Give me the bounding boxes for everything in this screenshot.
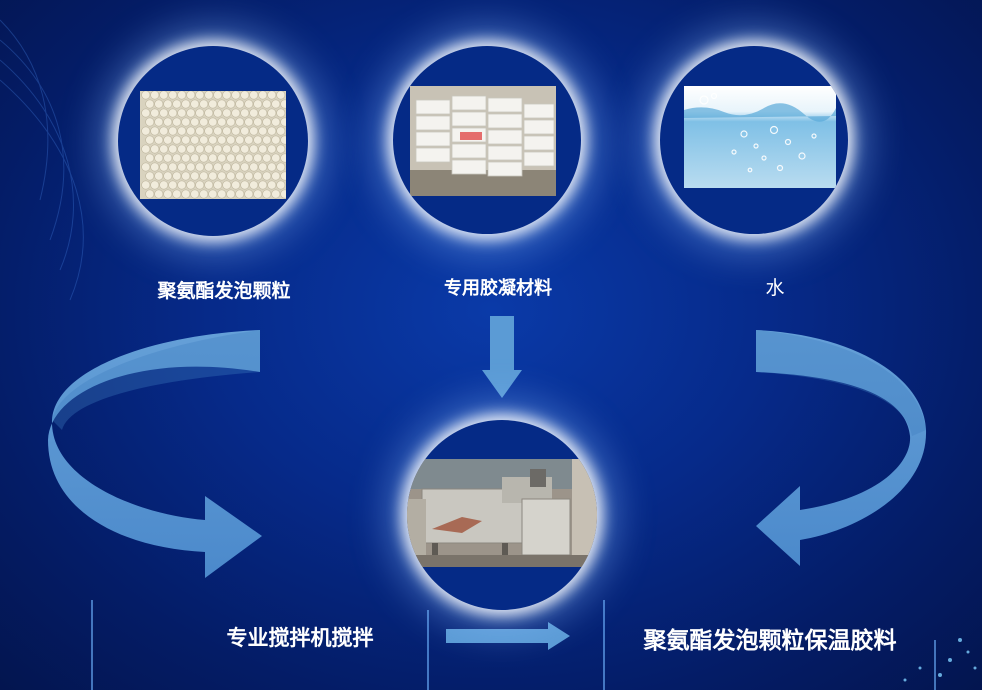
water-circle	[660, 46, 848, 234]
cement-bags-circle	[393, 46, 581, 234]
output-arrow	[446, 622, 570, 650]
mixer-circle	[407, 420, 597, 610]
water-photo	[684, 86, 836, 188]
cement-bags-photo	[410, 86, 556, 196]
input-label-cementitious: 专用胶凝材料	[444, 278, 552, 299]
foam-beads-photo	[140, 91, 286, 199]
mixer-machine-photo	[407, 459, 597, 567]
process-label: 专业搅拌机搅拌	[226, 626, 374, 650]
input-label-water: 水	[765, 277, 785, 299]
left-curved-arrow	[48, 330, 262, 578]
output-label: 聚氨酯发泡颗粒保温胶料	[643, 628, 897, 654]
input-label-foam-beads: 聚氨酯发泡颗粒	[157, 280, 291, 302]
right-curved-arrow	[756, 330, 927, 566]
down-arrow	[482, 316, 522, 398]
foam-beads-circle	[118, 46, 308, 236]
